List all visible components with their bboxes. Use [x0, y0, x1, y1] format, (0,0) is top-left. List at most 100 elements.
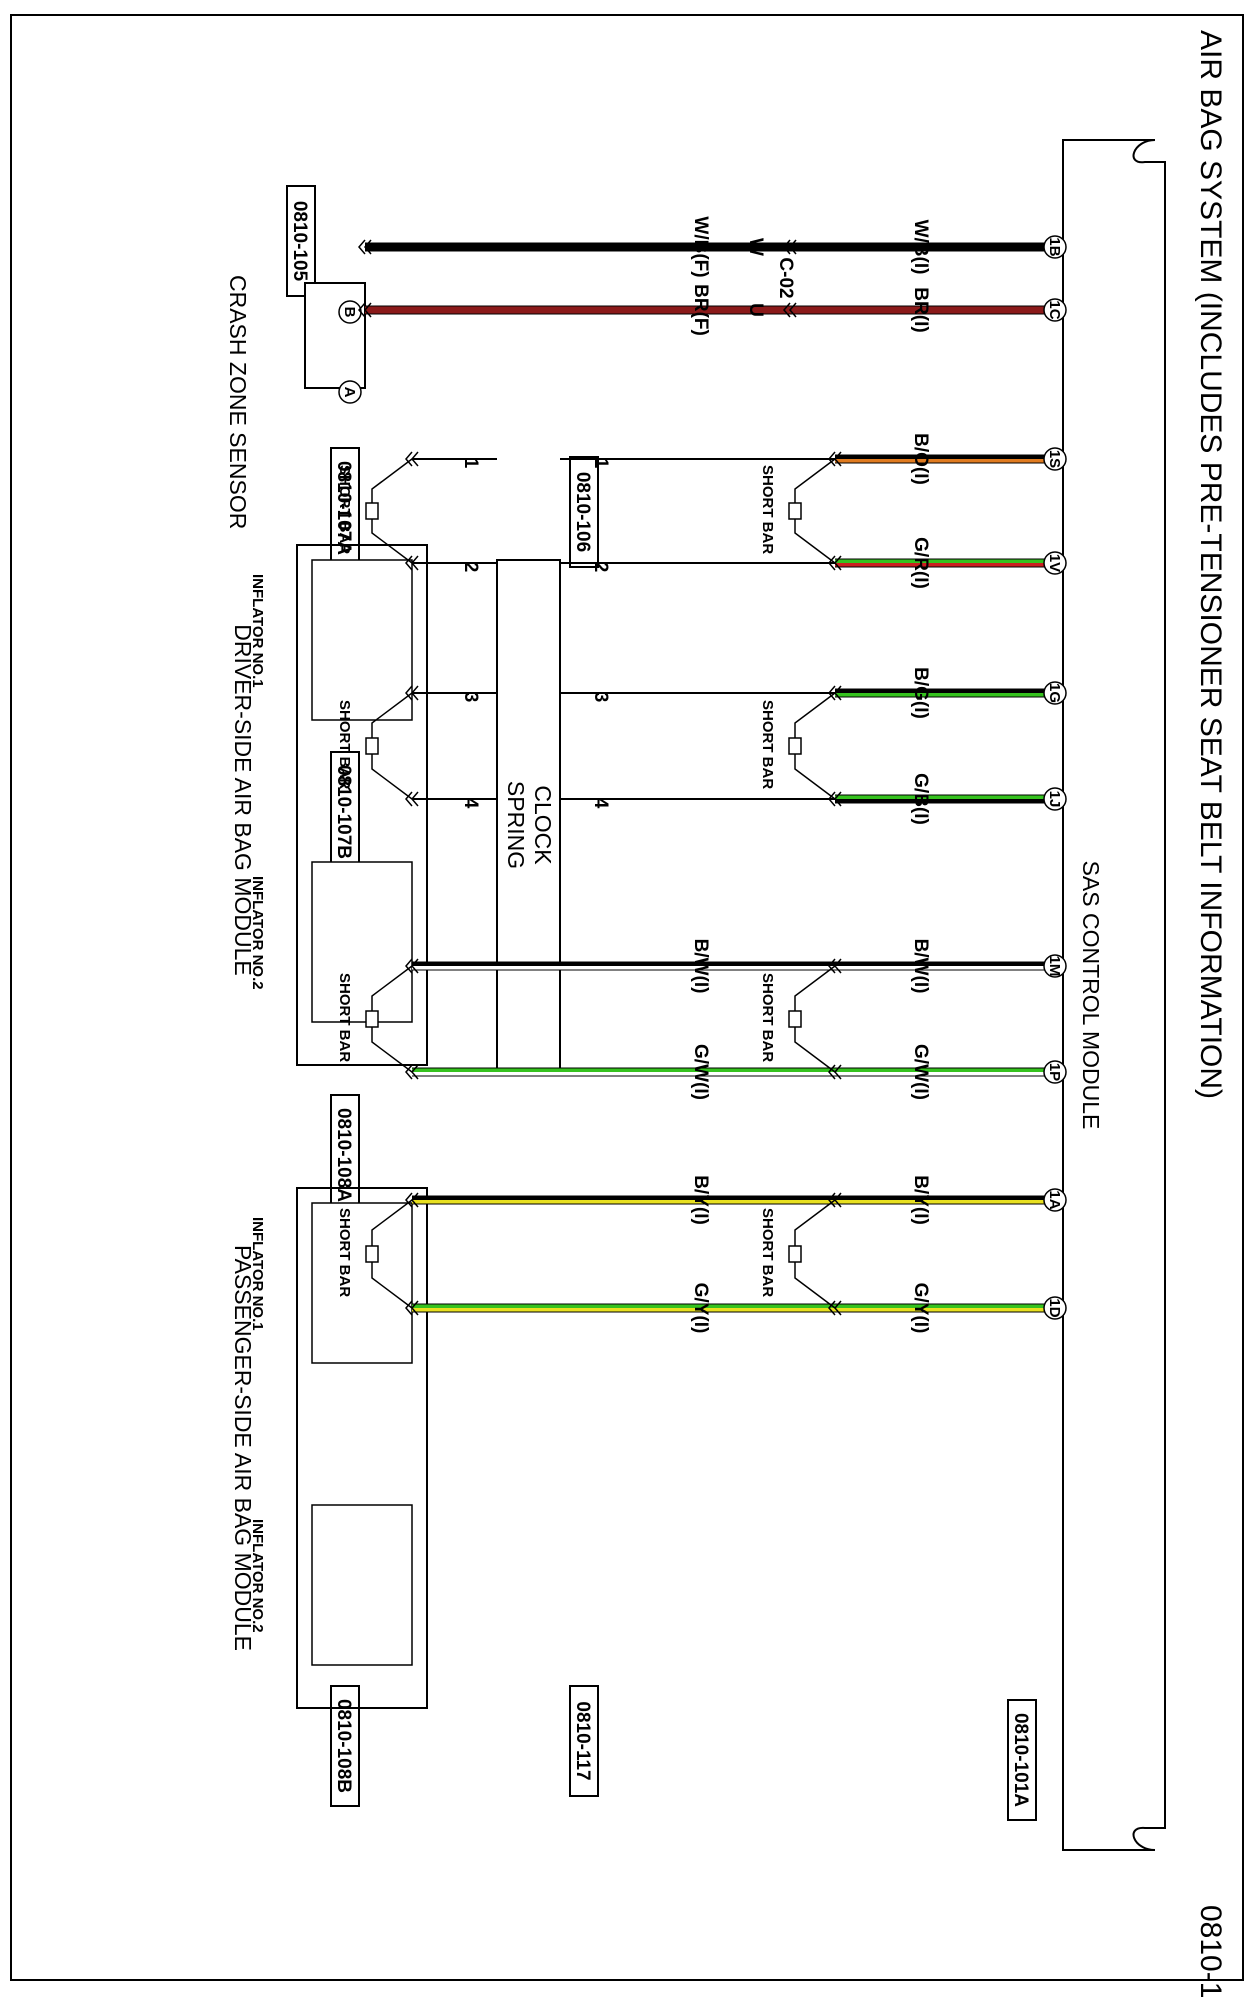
- svg-text:B: B: [341, 307, 358, 318]
- passenger-module-shortbar-a-block: [365, 1010, 379, 1028]
- driver-sas-pin-2-circle: [1043, 681, 1067, 705]
- passenger-sas-pin-2-circle: [1043, 1188, 1067, 1212]
- driver-sas-pin-3-circle: [1043, 787, 1067, 811]
- passenger-wire-3-lower-label: G/Y(I): [690, 1283, 711, 1334]
- passenger-inflator-1-box: [311, 1202, 413, 1364]
- passenger-airbag-module: PASSENGER-SIDE AIR BAG MODULE INFLATOR N…: [230, 1187, 428, 1709]
- sas-pin-0-text: 1B: [1046, 237, 1063, 256]
- passenger-shortbar-a-label: SHORT BAR: [759, 973, 776, 1062]
- splice-c02-label: C-02: [775, 257, 796, 298]
- svg-text:CLOCK: CLOCK: [530, 785, 556, 865]
- sas-pin-1-text: 1C: [1046, 300, 1063, 319]
- driver-inflator-2-box: [311, 861, 413, 1023]
- passenger-sas-pin-1-circle: [1043, 1060, 1067, 1084]
- passenger-wire-3-strand-0: [412, 1304, 1055, 1308]
- page-border: [10, 14, 1244, 1981]
- driver-clock-pin-in-3: 4: [590, 798, 611, 809]
- crash-wire-1-splice-pin: U: [745, 303, 766, 317]
- crash-sensor-name: CRASH ZONE SENSOR: [225, 275, 251, 529]
- svg-text:0810-107B: 0810-107B: [333, 765, 354, 859]
- diagram-title: AIR BAG SYSTEM (INCLUDES PRE-TENSIONER S…: [1194, 30, 1227, 1099]
- ref-0810-108A: 0810-108A: [330, 1094, 360, 1216]
- passenger-shortbar-b-path: [794, 1199, 836, 1309]
- passenger-module-shortbar-b-label: SHORT BAR: [336, 1208, 353, 1297]
- crash-wire-0-chev-splice: [783, 239, 797, 255]
- driver-wire-3-strand-1: [835, 799, 1055, 803]
- passenger-wire-1-lower-label: G/W(I): [690, 1044, 711, 1100]
- driver-shortbar-a-label: SHORT BAR: [759, 465, 776, 554]
- ref-0810-105: 0810-105: [286, 185, 316, 297]
- svg-text:0810-108B: 0810-108B: [333, 1699, 354, 1793]
- passenger-wire-2-strand-1: [412, 1200, 1055, 1204]
- driver-inflator-2-label: INFLATOR NO.2: [249, 876, 266, 990]
- crash-wire-0-upper-label: W/B(I): [910, 220, 931, 275]
- driver-module-shortbar-a-label: SHORT BAR: [336, 465, 353, 554]
- svg-text:0810-117: 0810-117: [572, 1701, 593, 1780]
- driver-wire-2-strand-1: [835, 693, 1055, 697]
- driver-shortbar-a-path: [794, 458, 836, 564]
- passenger-inflator-2-label: INFLATOR NO.2: [249, 1519, 266, 1633]
- ref-0810-101A: 0810-101A: [1007, 1699, 1037, 1821]
- driver-shortbar-b-block: [788, 737, 802, 755]
- driver-wire-2-strand-0: [835, 689, 1055, 693]
- driver-sas-pin-0-circle: [1043, 447, 1067, 471]
- driver-shortbar-b-label: SHORT BAR: [759, 700, 776, 789]
- crash-zone-sensor: B A CRASH ZONE SENSOR: [225, 275, 366, 529]
- wire-layer: W/B(I)WW/B(F)BR(I)UBR(F)B/O(I)11G/R(I)22…: [336, 216, 1062, 1334]
- crash-wire-1-chev-bottom: [358, 302, 372, 318]
- crash-wire-1-lower-label: BR(F): [690, 284, 711, 336]
- passenger-wire-0-lower-label: B/W(I): [690, 939, 711, 994]
- driver-module-shortbar-b-label: SHORT BAR: [336, 700, 353, 789]
- driver-module-shortbar-a-block: [365, 502, 379, 520]
- sas-pin-1-circle: [1043, 298, 1067, 322]
- passenger-sas-pin-3-text: 1D: [1046, 1298, 1063, 1317]
- driver-module-shortbar-b-block: [365, 737, 379, 755]
- driver-clock-pin-in-1: 2: [590, 562, 611, 573]
- driver-wire-0-strand-1: [835, 459, 1055, 463]
- driver-wire-0-strand-0: [835, 455, 1055, 459]
- driver-inflator-1-box: [311, 559, 413, 721]
- passenger-wire-2-lower-label: B/Y(I): [690, 1175, 711, 1225]
- driver-module-name: DRIVER-SIDE AIR BAG MODULE: [230, 624, 256, 975]
- driver-shortbar-b-path: [794, 692, 836, 800]
- passenger-wire-0-strand-1: [412, 966, 1055, 970]
- passenger-sas-pin-0-text: 1M: [1046, 956, 1063, 977]
- ref-0810-108B: 0810-108B: [330, 1685, 360, 1807]
- driver-sas-pin-1-text: 1V: [1046, 554, 1063, 572]
- passenger-shortbar-a-block: [788, 1010, 802, 1028]
- svg-text:0810-105: 0810-105: [289, 201, 310, 282]
- clock-spring: CLOCK SPRING: [496, 559, 561, 1073]
- passenger-inflator-1-label: INFLATOR NO.1: [249, 1217, 266, 1331]
- crash-wire-1-upper-label: BR(I): [910, 287, 931, 332]
- passenger-module-name: PASSENGER-SIDE AIR BAG MODULE: [230, 1245, 256, 1651]
- passenger-wire-0-strand-0: [412, 962, 1055, 966]
- driver-sas-pin-0-text: 1S: [1046, 450, 1063, 468]
- driver-sas-pin-3-text: 1J: [1046, 791, 1063, 808]
- page-id: 0810-1b: [1194, 1905, 1227, 1998]
- svg-text:A: A: [341, 387, 358, 398]
- svg-text:0810-108A: 0810-108A: [333, 1108, 354, 1202]
- driver-wire-2-label: B/G(I): [910, 667, 931, 719]
- passenger-wire-1-strand-0: [412, 1068, 1055, 1072]
- crash-wire-0-splice-pin: W: [745, 238, 766, 256]
- driver-clock-pin-out-2: 3: [460, 692, 481, 703]
- crash-wire-0-strand-0: [365, 243, 1055, 251]
- driver-clock-pin-out-3: 4: [460, 798, 481, 809]
- passenger-module-shortbar-a-label: SHORT BAR: [336, 973, 353, 1062]
- driver-clock-pin-in-0: 1: [590, 458, 611, 469]
- sas-module-outline: [1062, 139, 1166, 1851]
- passenger-wire-3-upper-label: G/Y(I): [910, 1283, 931, 1334]
- svg-text:0810-101A: 0810-101A: [1010, 1713, 1031, 1807]
- svg-text:SPRING: SPRING: [503, 781, 529, 869]
- crash-wire-0-lower-label: W/B(F): [690, 216, 711, 277]
- driver-wire-1-label: G/R(I): [910, 537, 931, 589]
- passenger-sas-pin-0-circle: [1043, 954, 1067, 978]
- passenger-inflator-2-box: [311, 1504, 413, 1666]
- passenger-sas-pin-2-text: 1A: [1046, 1190, 1063, 1209]
- passenger-shortbar-a-path: [794, 965, 836, 1073]
- passenger-wire-1-upper-label: G/W(I): [910, 1044, 931, 1100]
- passenger-wire-2-strand-0: [412, 1196, 1055, 1200]
